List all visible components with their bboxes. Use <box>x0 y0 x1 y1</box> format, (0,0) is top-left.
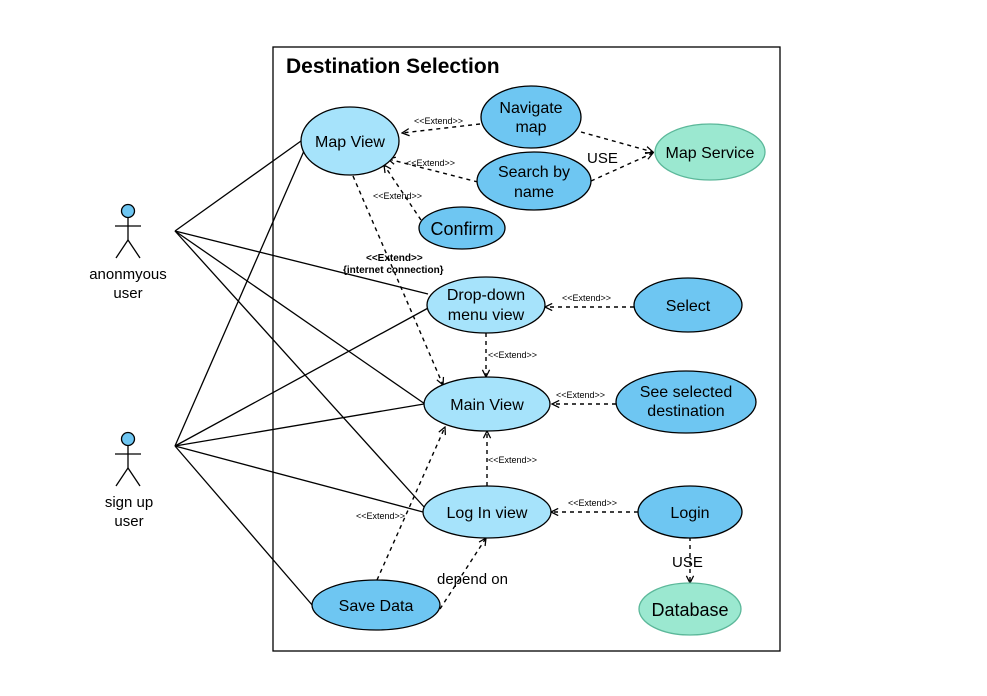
svg-text:menu view: menu view <box>448 307 525 324</box>
svg-text:destination: destination <box>647 403 724 420</box>
svg-text:Search by: Search by <box>498 164 570 181</box>
use-label-database: USE <box>672 554 703 571</box>
svg-text:Database: Database <box>651 600 728 620</box>
extend-label-login-main: <<Extend>> <box>488 455 537 465</box>
svg-text:Main View: Main View <box>450 397 524 414</box>
depend-on-label: depend on <box>437 571 508 588</box>
actor-anonymous-label-2: user <box>113 285 142 302</box>
extend-label-login: <<Extend>> <box>568 498 617 508</box>
extend-label-internet: <<Extend>> <box>366 253 423 264</box>
extend-label-see-selected: <<Extend>> <box>556 390 605 400</box>
actor-sign-up-user[interactable] <box>115 431 141 487</box>
extend-label-navigate: <<Extend>> <box>414 116 463 126</box>
use-case-dropdown-menu-view[interactable]: Drop-down menu view <box>426 276 546 334</box>
actor-sign-up-label-1: sign up <box>105 494 153 511</box>
svg-text:Save Data: Save Data <box>339 598 414 615</box>
use-case-select[interactable]: Select <box>633 277 743 333</box>
use-case-map-view[interactable]: Map View <box>300 106 400 176</box>
svg-text:Map Service: Map Service <box>666 145 755 162</box>
actor-anonymous-label-1: anonmyous <box>89 266 167 283</box>
use-label-map-service: USE <box>587 150 618 167</box>
extend-label-select: <<Extend>> <box>562 293 611 303</box>
use-case-save-data[interactable]: Save Data <box>311 579 441 631</box>
svg-text:name: name <box>514 184 554 201</box>
use-case-see-selected-destination[interactable]: See selected destination <box>615 370 757 434</box>
svg-text:Select: Select <box>666 298 711 315</box>
system-boundary <box>272 46 781 652</box>
svg-text:map: map <box>515 119 546 136</box>
use-case-map-service[interactable]: Map Service <box>654 123 766 181</box>
svg-text:Map View: Map View <box>315 134 385 151</box>
use-case-search-by-name[interactable]: Search by name <box>476 151 592 211</box>
actor-head-icon <box>120 203 136 219</box>
use-case-navigate-map[interactable]: Navigate map <box>480 85 582 149</box>
associations <box>174 140 431 607</box>
dependencies <box>352 123 690 610</box>
use-case-login[interactable]: Login <box>637 485 743 539</box>
internet-connection-label: {internet connection} <box>343 265 444 276</box>
use-case-login-view[interactable]: Log In view <box>422 485 552 539</box>
actor-sign-up-label-2: user <box>114 513 143 530</box>
svg-text:Navigate: Navigate <box>499 100 562 117</box>
system-title: Destination Selection <box>286 55 500 78</box>
svg-text:Login: Login <box>670 505 709 522</box>
extend-label-search: <<Extend>> <box>406 158 455 168</box>
extend-label-save-main: <<Extend>> <box>356 511 405 521</box>
use-case-main-view[interactable]: Main View <box>423 376 551 432</box>
actor-anonymous-user[interactable] <box>115 203 141 259</box>
svg-text:Confirm: Confirm <box>430 219 493 239</box>
svg-text:Drop-down: Drop-down <box>447 287 525 304</box>
actor-head-icon <box>120 431 136 447</box>
extend-label-dropdown-main: <<Extend>> <box>488 350 537 360</box>
use-case-database[interactable]: Database <box>638 582 742 636</box>
svg-text:Log In view: Log In view <box>447 505 528 522</box>
extend-label-confirm: <<Extend>> <box>373 191 422 201</box>
svg-text:See selected: See selected <box>640 384 733 401</box>
use-case-confirm[interactable]: Confirm <box>418 206 506 250</box>
